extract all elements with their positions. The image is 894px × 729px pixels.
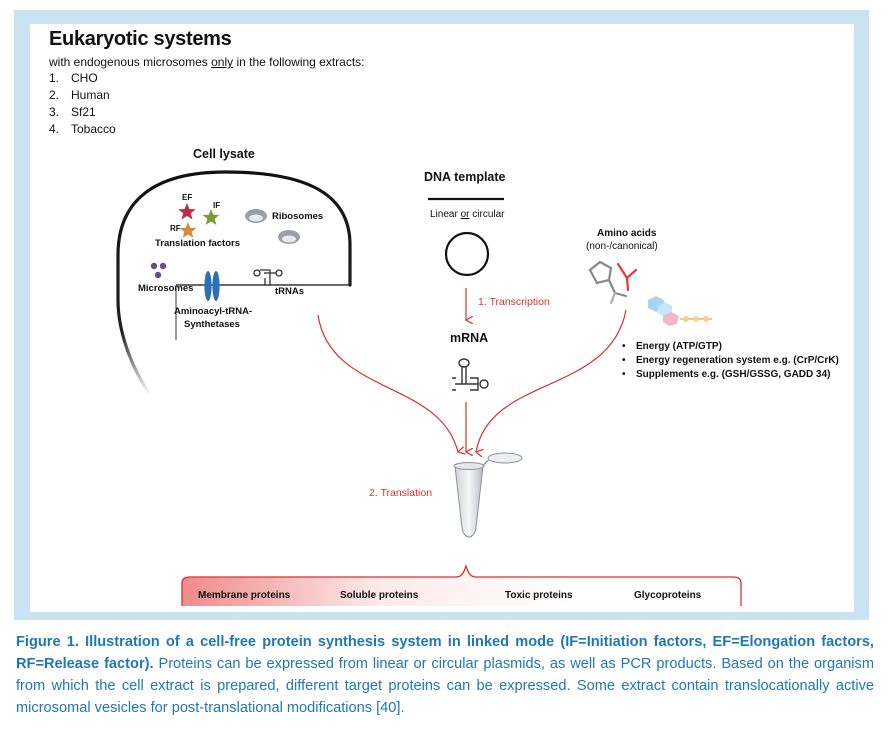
translation-label: 2. Translation [369,487,433,499]
list-text: Sf21 [71,105,96,119]
microsomes-label: Microsomes [138,283,194,294]
dna-linear-text: Linear [430,209,461,220]
list-text: Tobacco [71,122,116,136]
dna-template-title: DNA template [424,170,506,184]
list-number: 4. [49,122,60,136]
supplement-item: Supplements e.g. (GSH/GSSG, GADD 34) [622,368,839,382]
energy-molecule-icon [648,296,712,326]
dna-circular-text: circular [469,209,505,220]
mrna-icon [452,358,489,391]
protein-type-soluble: Soluble proteins [340,590,419,601]
caption-heading: Figure 1. Illustration of a cell-free pr… [16,634,874,672]
subtitle-pre: with endogenous microsomes [49,55,212,69]
extract-list-item: 3. Sf21 [49,105,96,119]
list-number: 1. [49,71,60,85]
figure-panel [30,24,854,612]
lysate-to-tube-arrow [317,314,458,452]
extract-list-item: 2. Human [49,88,110,102]
supplement-item: Energy (ATP/GTP) [622,340,839,354]
aminoacyl-label-line1: Aminoacyl-tRNA- [174,306,253,317]
ribosomes-label: Ribosomes [272,211,324,222]
protein-type-glyco: Glycoproteins [634,590,702,601]
list-number: 3. [49,105,60,119]
ef-label: EF [182,193,193,202]
extract-list-item: 1. CHO [49,71,98,85]
amino-acid-molecule-icon [588,260,638,305]
if-star-icon [202,209,220,225]
ribosome-icon [245,209,267,223]
subtitle-emphasis: only [211,55,234,69]
protein-type-toxic: Toxic proteins [505,590,573,601]
rf-label: RF [170,224,181,233]
trnas-label: tRNAs [275,286,305,297]
translation-factors-label: Translation factors [155,238,240,249]
list-text: CHO [71,71,98,85]
ef-star-icon [178,203,196,220]
trna-icon [253,269,283,286]
figure-title: Eukaryotic systems [49,28,232,50]
mrna-label: mRNA [450,331,489,345]
list-text: Human [71,88,110,102]
amino-acids-subtitle: (non-/canonical) [586,241,658,252]
subtitle-post: in the following extracts: [233,55,365,69]
figure-caption: Figure 1. Illustration of a cell-free pr… [16,631,874,719]
dna-or-text: or [460,209,470,220]
figure-subtitle: with endogenous microsomes only in the f… [49,55,365,69]
extract-list-item: 4. Tobacco [49,122,116,136]
amino-to-tube-arrow [476,309,627,452]
protein-type-membrane: Membrane proteins [198,590,291,601]
cell-lysate-title: Cell lysate [193,147,255,161]
synthetase-icon [204,271,220,301]
dna-circular-plasmid [444,231,490,277]
dna-linear-circular-label: Linear or circular [430,209,505,220]
ribosome-icon [278,230,300,244]
reaction-tube-icon [453,452,523,538]
aminoacyl-label-line2: Synthetases [184,319,240,330]
rf-star-icon [179,222,197,238]
protein-bracket [181,563,742,606]
caption-body: Proteins can be expressed from linear or… [16,656,875,716]
amino-acids-title: Amino acids [597,228,657,239]
list-number: 2. [49,88,60,102]
microsomes-icon [150,262,167,279]
if-label: IF [213,201,221,210]
supplement-item: Energy regeneration system e.g. (CrP/CrK… [622,354,839,368]
transcription-label: 1. Transcription [478,296,550,308]
cell-lysate-membrane [116,170,352,397]
supplements-list: Energy (ATP/GTP) Energy regeneration sys… [622,340,839,382]
